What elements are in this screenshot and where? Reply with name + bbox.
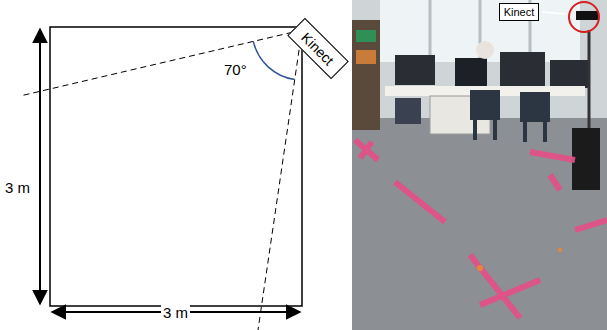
room-square: [50, 27, 302, 306]
angle-label: 70°: [222, 62, 249, 78]
sensor-box: Kinect: [287, 17, 349, 79]
room-photo: [352, 0, 607, 330]
node-text: Kinect: [504, 6, 535, 19]
node-text: Kinect: [299, 29, 338, 68]
dimension-arrow: [39, 29, 41, 304]
photo-label: Kinect: [499, 3, 539, 21]
dimension-label: 3 m: [161, 305, 190, 321]
view-boundary: [20, 30, 302, 96]
dimension-label: 3 m: [3, 180, 32, 196]
angle-arc: [253, 41, 294, 79]
